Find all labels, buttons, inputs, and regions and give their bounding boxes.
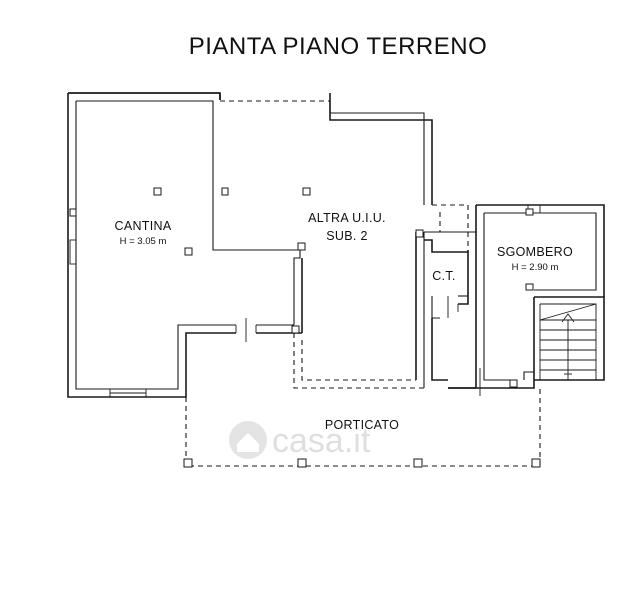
structural-pillars [69, 187, 534, 388]
altra-uiu-label: ALTRA U.I.U. [308, 211, 386, 225]
cantina-label: CANTINA [115, 219, 172, 233]
cantina-height: H = 3.05 m [120, 236, 167, 247]
plan-title: PIANTA PIANO TERRENO [189, 33, 488, 60]
porticato-outline [183, 388, 541, 468]
watermark: casa.it [229, 421, 371, 460]
watermark-text: casa.it [272, 422, 371, 460]
porticato-label: PORTICATO [325, 418, 399, 432]
cantina-walls [67, 92, 303, 398]
sgombero-walls [448, 204, 605, 396]
staircase [534, 296, 605, 381]
ct-label: C.T. [432, 269, 455, 283]
ct-walls [424, 231, 476, 381]
altra-walls [68, 92, 469, 389]
sgombero-label: SGOMBERO [497, 245, 573, 259]
watermark-house-icon [229, 421, 267, 459]
altra-sub-label: SUB. 2 [326, 229, 367, 243]
sgombero-height: H = 2.90 m [512, 262, 559, 273]
